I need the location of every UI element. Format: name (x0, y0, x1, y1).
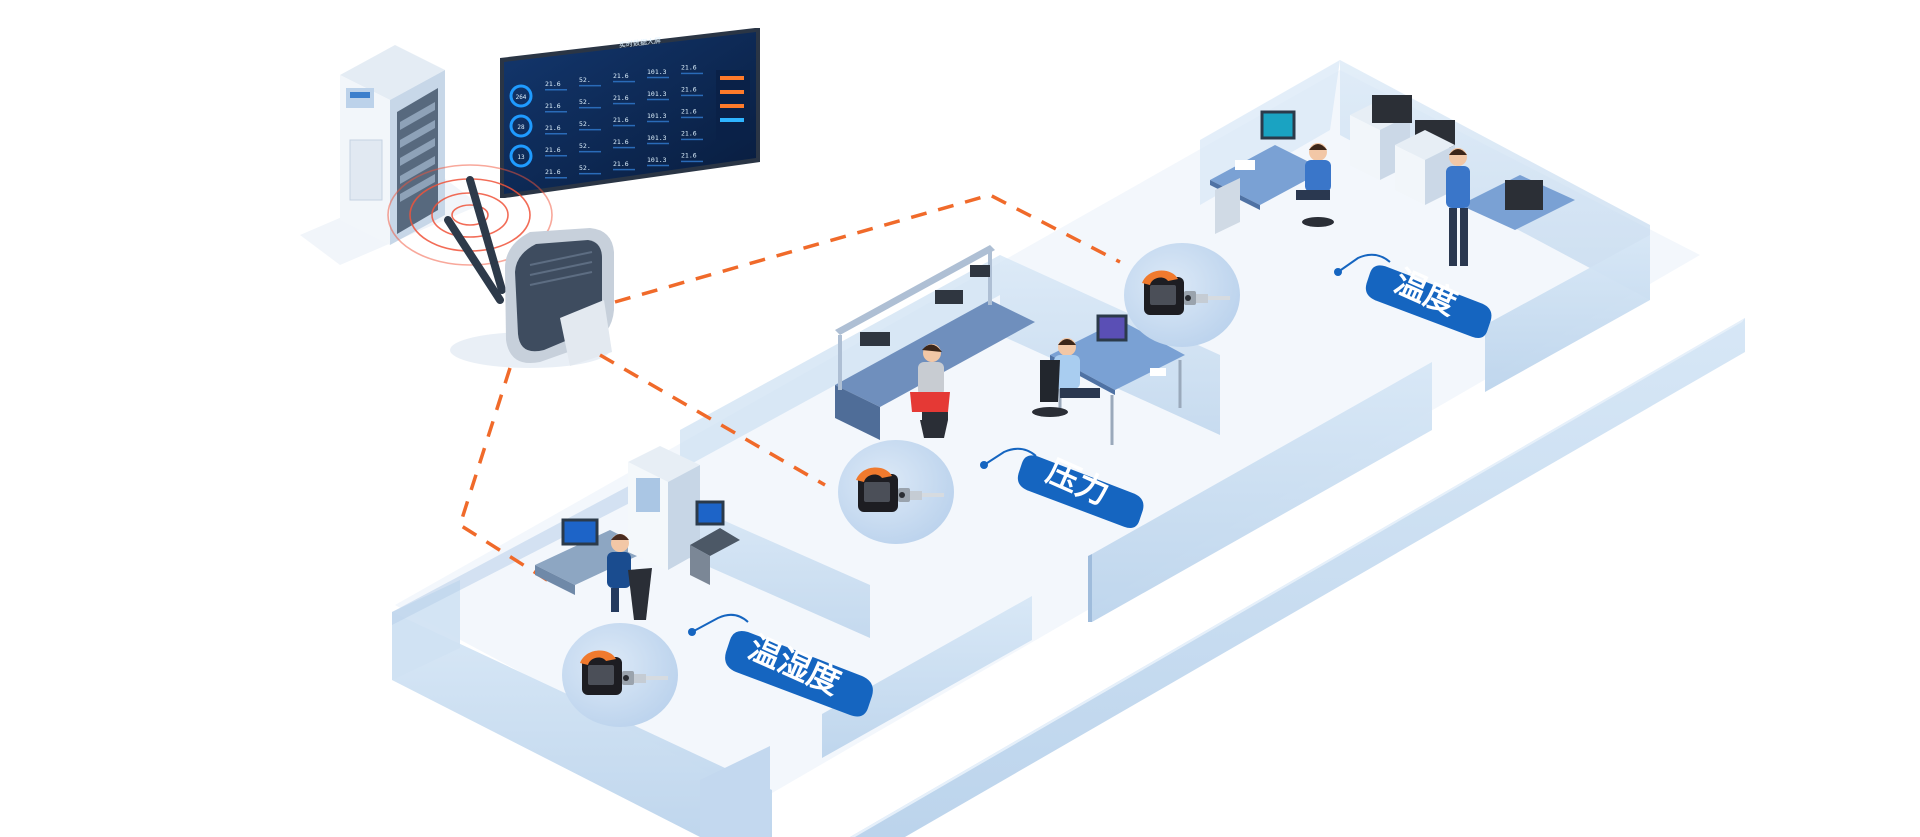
dashboard-reading-underline (647, 165, 669, 167)
dashboard-reading-underline (613, 81, 635, 83)
dashboard-reading: 21.6 (545, 124, 561, 132)
dashboard-reading: 21.6 (613, 160, 629, 168)
dashboard-reading: 21.6 (545, 168, 561, 176)
dashboard-reading-underline (647, 143, 669, 145)
dashboard-reading: 52. (579, 76, 591, 84)
dashboard-reading-underline (545, 89, 567, 91)
dashboard-reading-underline (545, 133, 567, 135)
dashboard-reading: 21.6 (681, 64, 697, 72)
dashboard-reading: 21.6 (613, 72, 629, 80)
dashboard-reading: 21.6 (681, 86, 697, 94)
dashboard-reading: 21.6 (681, 152, 697, 160)
dashboard-reading-underline (647, 99, 669, 101)
dashboard-reading-underline (613, 169, 635, 171)
dashboard-reading-underline (579, 85, 601, 87)
dashboard-reading-underline (579, 129, 601, 131)
dashboard-reading-underline (613, 147, 635, 149)
gateway-router (448, 180, 614, 368)
dashboard-reading: 21.6 (613, 94, 629, 102)
dashboard-reading: 52. (579, 142, 591, 150)
sensor-pressure (838, 440, 954, 544)
dashboard-reading-underline (681, 73, 703, 75)
dashboard-reading-underline (579, 107, 601, 109)
dashboard-reading-underline (681, 139, 703, 141)
dashboard-reading: 52. (579, 164, 591, 172)
sensor-temp-humidity (562, 623, 678, 727)
dashboard-reading: 21.6 (545, 146, 561, 154)
dashboard-reading: 21.6 (545, 102, 561, 110)
dashboard-reading: 101.3 (647, 156, 667, 164)
dashboard-reading-underline (613, 125, 635, 127)
dashboard-reading-underline (613, 103, 635, 105)
climate-chamber (628, 446, 700, 570)
dashboard-reading: 101.3 (647, 134, 667, 142)
dashboard-reading-underline (579, 151, 601, 153)
dashboard-reading-underline (545, 155, 567, 157)
dashboard-screen: 实时数据大屏 21.652.21.6101.321.621.652.21.610… (500, 28, 760, 198)
dashboard-reading-underline (681, 161, 703, 163)
dashboard-reading: 21.6 (613, 116, 629, 124)
dashboard-reading-underline (647, 77, 669, 79)
dashboard-reading: 52. (579, 120, 591, 128)
dashboard-reading: 21.6 (681, 130, 697, 138)
dashboard-reading-underline (579, 173, 601, 175)
dashboard-reading-underline (647, 121, 669, 123)
dashboard-reading-underline (545, 177, 567, 179)
dashboard-reading-underline (681, 95, 703, 97)
gauge-value-1: 264 (516, 94, 527, 101)
dashboard-reading: 21.6 (681, 108, 697, 116)
dashboard-reading-underline (545, 111, 567, 113)
dashboard-reading: 101.3 (647, 112, 667, 120)
dashboard-reading: 21.6 (613, 138, 629, 146)
dashboard-reading: 52. (579, 98, 591, 106)
gauge-value-2: 28 (517, 124, 525, 131)
dashboard-reading: 101.3 (647, 68, 667, 76)
sensor-temperature (1124, 243, 1240, 347)
gauge-value-3: 13 (517, 154, 525, 161)
dashboard-reading: 21.6 (545, 80, 561, 88)
dashboard-reading: 101.3 (647, 90, 667, 98)
dashboard-reading-underline (681, 117, 703, 119)
dashboard-alert-panel (716, 70, 750, 140)
